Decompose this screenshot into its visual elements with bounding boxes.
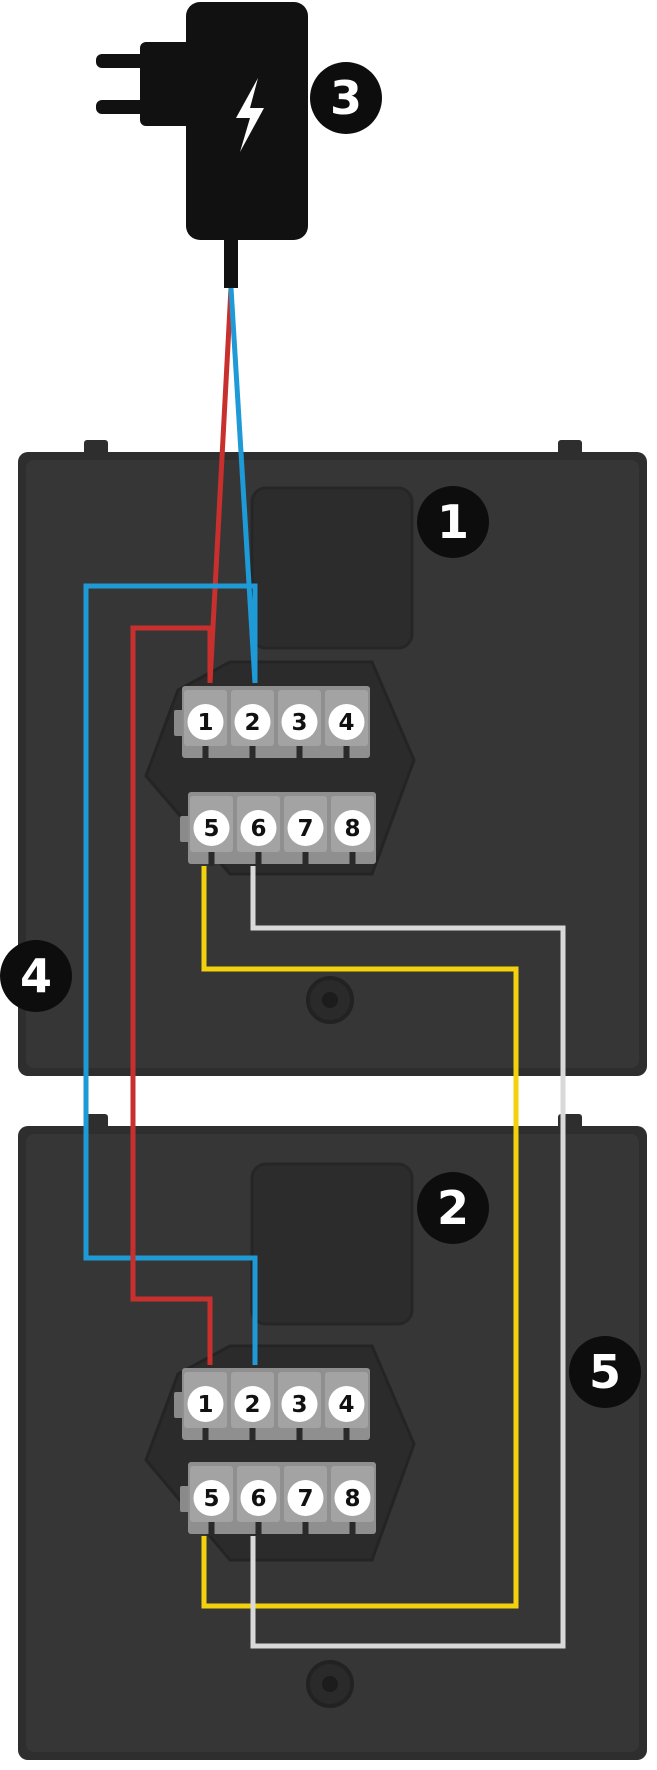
- terminal-pin-marker: [334, 1480, 371, 1516]
- terminal-pin-marker: [187, 704, 224, 740]
- terminal-pin-marker: [287, 810, 324, 846]
- terminal-pin-marker: [234, 704, 271, 740]
- terminal-pin-label: 4: [338, 710, 354, 736]
- terminal-pin-marker: [328, 704, 365, 740]
- terminal-pin-marker: [187, 1386, 224, 1422]
- terminal-pin-marker: [287, 1480, 324, 1516]
- wires: [83, 287, 566, 1649]
- callout-4-label: 4: [20, 949, 52, 1003]
- device-2-bottom-row-terminal-block: 5 6 7 8: [180, 1462, 376, 1536]
- terminal-pin-label: 3: [291, 710, 307, 736]
- callout-5-label: 5: [589, 1345, 621, 1399]
- device-1-top-row-terminal-block: 1 2 3 4: [174, 686, 370, 760]
- terminal-blocks: 1 2 3 4 5 6 7 8 1 2 3 4 5 6 7 8: [174, 686, 376, 1536]
- terminal-pin-label: 7: [297, 816, 313, 842]
- sensor-module: [250, 1162, 414, 1326]
- terminal-pin-label: 4: [338, 1392, 354, 1418]
- callout-3-label: 3: [330, 71, 362, 125]
- terminal-pin-label: 1: [197, 1392, 213, 1418]
- callout-2-label: 2: [437, 1181, 469, 1235]
- terminal-pin-label: 6: [250, 1486, 266, 1512]
- callout-1-label: 1: [437, 495, 469, 549]
- terminal-pin-label: 2: [244, 1392, 260, 1418]
- callout-3: 3: [310, 62, 382, 134]
- red-wire-link: [130, 625, 213, 1365]
- terminal-pin-marker: [234, 1386, 271, 1422]
- terminal-pin-label: 5: [203, 1486, 219, 1512]
- terminal-pin-marker: [328, 1386, 365, 1422]
- terminal-pin-label: 3: [291, 1392, 307, 1418]
- terminal-pin-label: 8: [344, 816, 360, 842]
- terminal-pin-marker: [281, 704, 318, 740]
- sensor-module: [250, 486, 414, 650]
- screw-hole-center: [322, 992, 338, 1008]
- yellow-wire-link: [201, 866, 519, 1609]
- terminal-pin-label: 1: [197, 710, 213, 736]
- device-1-bottom-row-terminal-block: 5 6 7 8: [180, 792, 376, 866]
- red-wire-adapter: [207, 287, 234, 684]
- terminal-pin-label: 6: [250, 816, 266, 842]
- blue-wire-link: [83, 583, 258, 1365]
- plug-base: [140, 42, 192, 126]
- terminal-pin-label: 7: [297, 1486, 313, 1512]
- adapter-body: [186, 2, 308, 240]
- callout-4: 4: [0, 940, 72, 1012]
- callout-2: 2: [417, 1172, 489, 1244]
- terminal-pin-marker: [193, 1480, 230, 1516]
- terminal-pin-marker: [240, 1480, 277, 1516]
- terminal-pin-marker: [281, 1386, 318, 1422]
- power-adapter: [96, 2, 308, 288]
- screw-hole-center: [322, 1676, 338, 1692]
- device-2-panel: [18, 1114, 647, 1760]
- blue-wire-adapter: [228, 287, 258, 684]
- callout-5: 5: [569, 1336, 641, 1408]
- terminal-pin-marker: [334, 810, 371, 846]
- terminal-pin-marker: [193, 810, 230, 846]
- terminal-pin-label: 8: [344, 1486, 360, 1512]
- terminal-pin-label: 5: [203, 816, 219, 842]
- lightning-bolt-icon: [236, 78, 264, 152]
- device-2-top-row-terminal-block: 1 2 3 4: [174, 1368, 370, 1442]
- callout-1: 1: [417, 486, 489, 558]
- terminal-pin-label: 2: [244, 710, 260, 736]
- terminal-pin-marker: [240, 810, 277, 846]
- white-wire-link: [250, 866, 566, 1649]
- adapter-cable: [224, 238, 238, 288]
